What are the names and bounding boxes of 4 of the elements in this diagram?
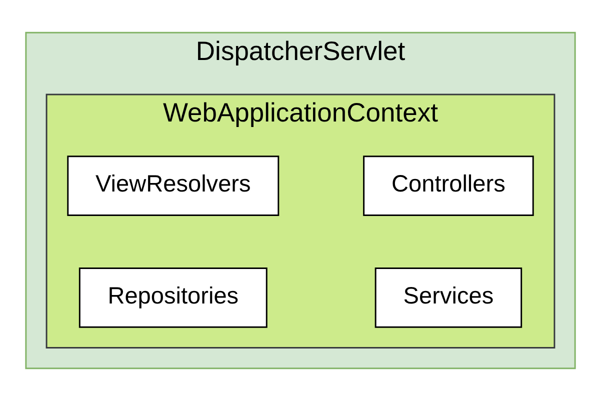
node-box: ViewResolvers [67, 155, 280, 216]
node-box: Services [374, 266, 522, 328]
node-box: Controllers [363, 155, 534, 216]
node-box: Repositories [78, 266, 268, 328]
